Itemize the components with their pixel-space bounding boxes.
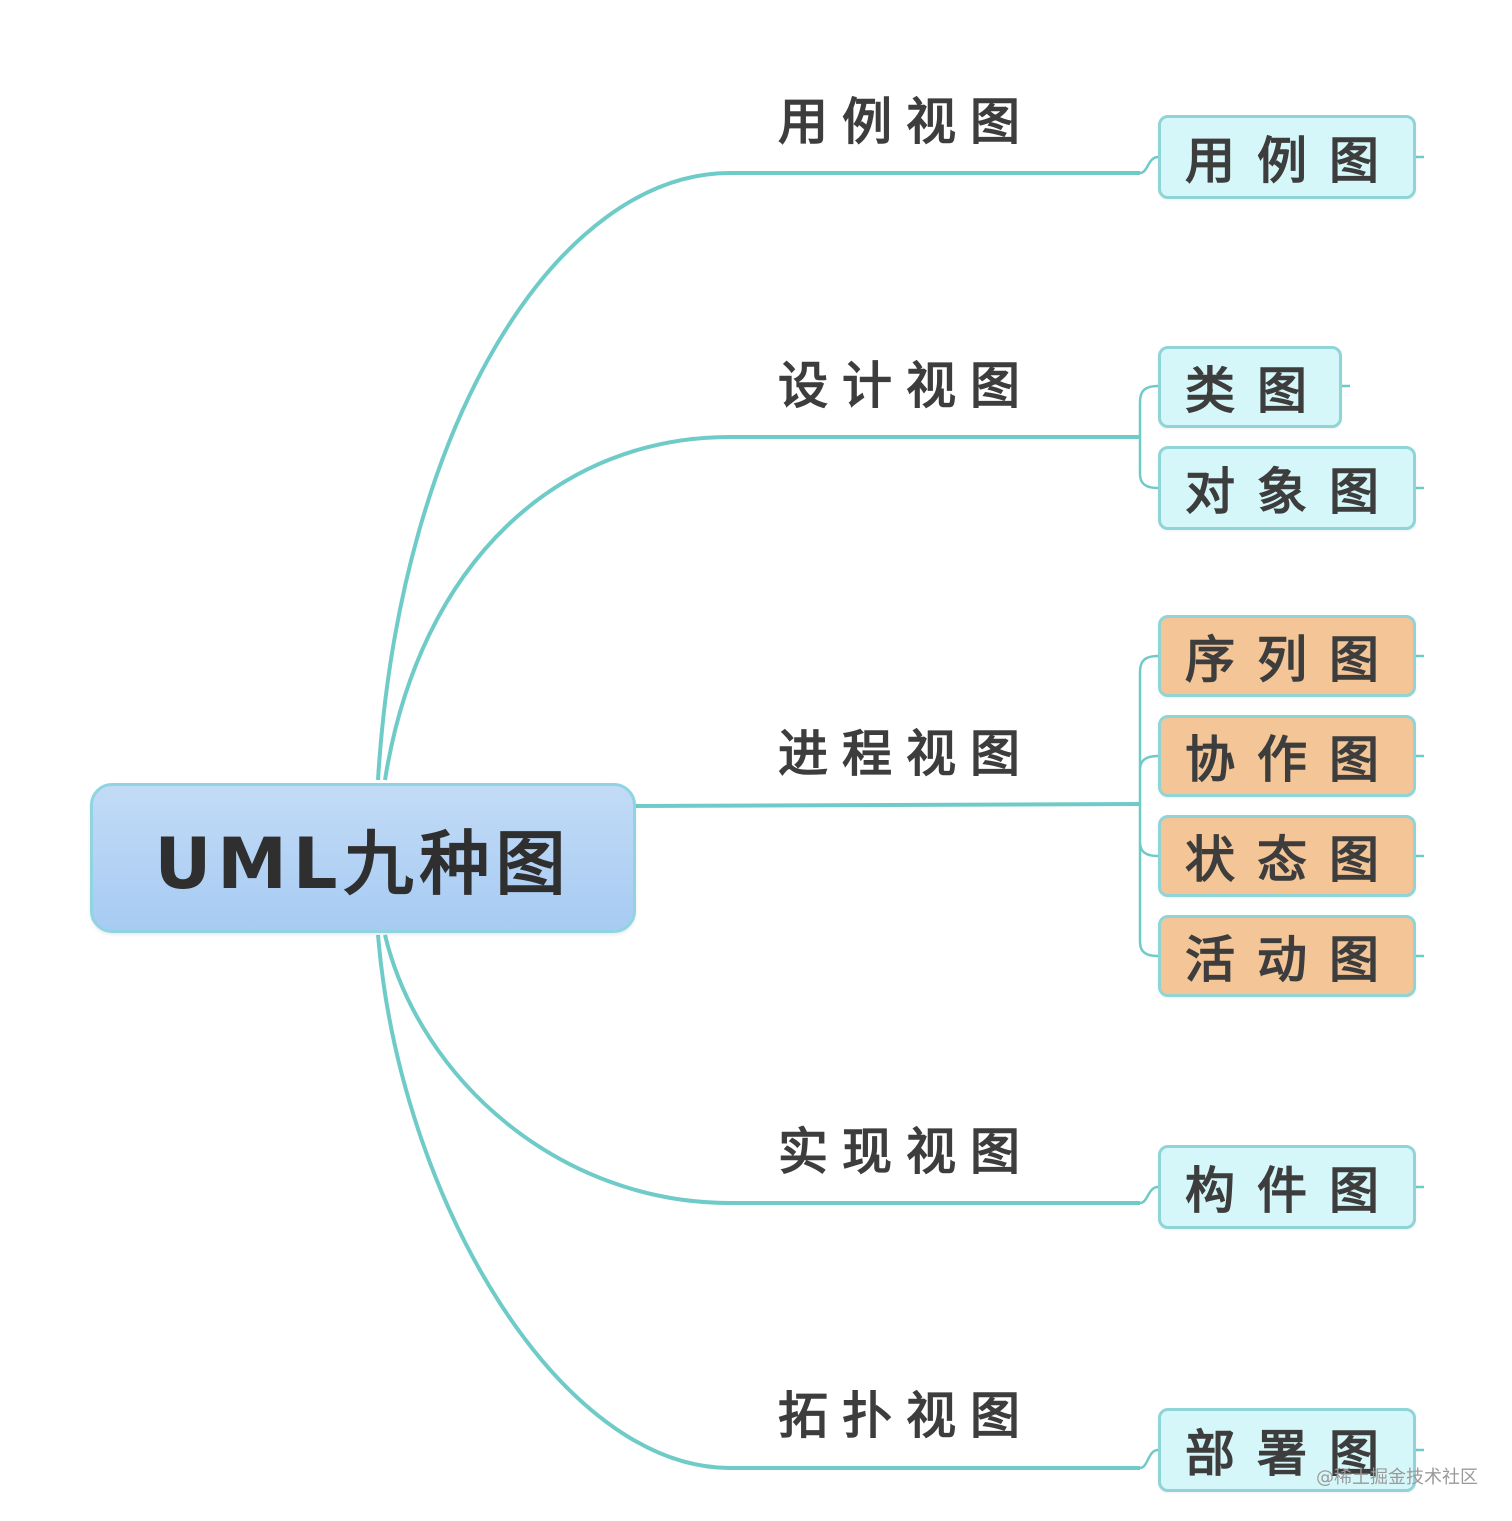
branch-label-design-view: 设计视图 <box>778 356 1034 415</box>
leaf-class-diagram: 类图 <box>1158 346 1342 428</box>
connector-usecase-view <box>376 171 1140 781</box>
connector-implementation-view <box>383 934 1140 1205</box>
bracket-topology <box>1139 1448 1159 1470</box>
leaf-label: 对象图 <box>1185 462 1401 521</box>
bracket-design <box>1138 384 1159 490</box>
connector-topology-view <box>376 934 1140 1470</box>
bracket-implementation <box>1139 1185 1159 1205</box>
bracket-process <box>1138 654 1159 958</box>
leaf-label: 活动图 <box>1185 930 1401 989</box>
root-label: UML九种图 <box>154 822 572 905</box>
leaf-object-diagram: 对象图 <box>1158 446 1416 530</box>
watermark: @稀土掘金技术社区 <box>1316 1467 1478 1488</box>
leaf-sequence-diagram: 序列图 <box>1158 615 1416 697</box>
leaf-label: 类图 <box>1185 361 1329 420</box>
connector-design-view <box>383 435 1140 781</box>
leaf-collaboration-diagram: 协作图 <box>1158 715 1416 797</box>
leaf-deployment-diagram: 部署图 <box>1158 1408 1416 1492</box>
leaf-label: 用例图 <box>1185 131 1401 190</box>
leaf-label: 状态图 <box>1185 830 1401 889</box>
branch-label-process-view: 进程视图 <box>778 724 1034 783</box>
connector-process-view <box>635 802 1141 808</box>
root-node: UML九种图 <box>90 783 636 933</box>
leaf-activity-diagram: 活动图 <box>1158 915 1416 997</box>
branch-label-usecase-view: 用例视图 <box>778 92 1034 151</box>
bracket-usecase <box>1139 155 1159 175</box>
leaf-usecase-diagram: 用例图 <box>1158 115 1416 199</box>
leaf-label: 部署图 <box>1185 1424 1401 1483</box>
leaf-component-diagram: 构件图 <box>1158 1145 1416 1229</box>
leaf-label: 构件图 <box>1185 1161 1401 1220</box>
leaf-label: 协作图 <box>1185 730 1401 789</box>
branch-label-implementation-view: 实现视图 <box>778 1122 1034 1181</box>
branch-label-topology-view: 拓扑视图 <box>778 1386 1034 1445</box>
leaf-state-diagram: 状态图 <box>1158 815 1416 897</box>
leaf-label: 序列图 <box>1185 630 1401 689</box>
